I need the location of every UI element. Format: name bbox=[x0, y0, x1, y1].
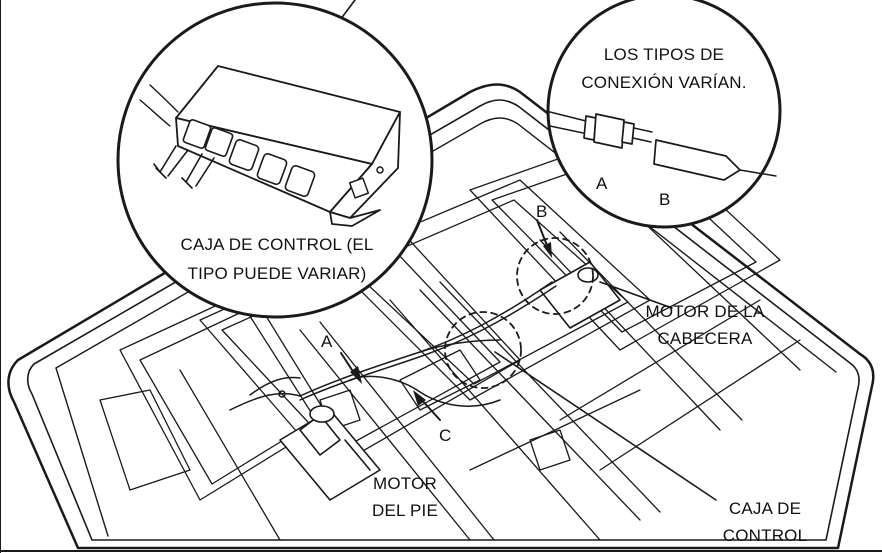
control-box-inset bbox=[116, 1, 434, 319]
control-box-inset-caption-line2: TIPO PUEDE VARIAR) bbox=[187, 264, 367, 283]
control-box-label-line1: CAJA DE bbox=[728, 499, 802, 518]
head-motor-label-line1: MOTOR DE LA bbox=[645, 302, 765, 321]
foot-motor bbox=[279, 405, 381, 501]
control-box-inset-caption-line1: CAJA DE CONTROL (EL bbox=[180, 235, 374, 254]
callout-label-c: C bbox=[439, 426, 452, 445]
arrow-b-icon bbox=[543, 242, 552, 258]
connection-types-inset bbox=[546, 0, 782, 229]
connection-dashed-circle-upper bbox=[516, 237, 594, 315]
connection-types-caption-line1: LOS TIPOS DE bbox=[603, 45, 725, 64]
inset-label-b: B bbox=[659, 190, 671, 209]
arrow-c-icon bbox=[413, 390, 426, 406]
connection-dashed-circle-lower bbox=[444, 311, 522, 389]
connection-types-caption-line2: CONEXIÓN VARÍAN. bbox=[581, 73, 747, 92]
arrow-a-icon bbox=[350, 366, 362, 384]
cables bbox=[229, 281, 557, 411]
control-box-label-line2: CONTROL bbox=[722, 526, 808, 545]
head-motor-label-line2: CABECERA bbox=[657, 329, 753, 348]
callout-label-b: B bbox=[536, 202, 548, 221]
arrows bbox=[340, 219, 552, 421]
callout-label-a: A bbox=[321, 332, 333, 351]
inset-label-a: A bbox=[596, 174, 608, 193]
foot-motor-label-line1: MOTOR bbox=[373, 474, 437, 493]
foot-motor-label-line2: DEL PIE bbox=[372, 501, 438, 520]
